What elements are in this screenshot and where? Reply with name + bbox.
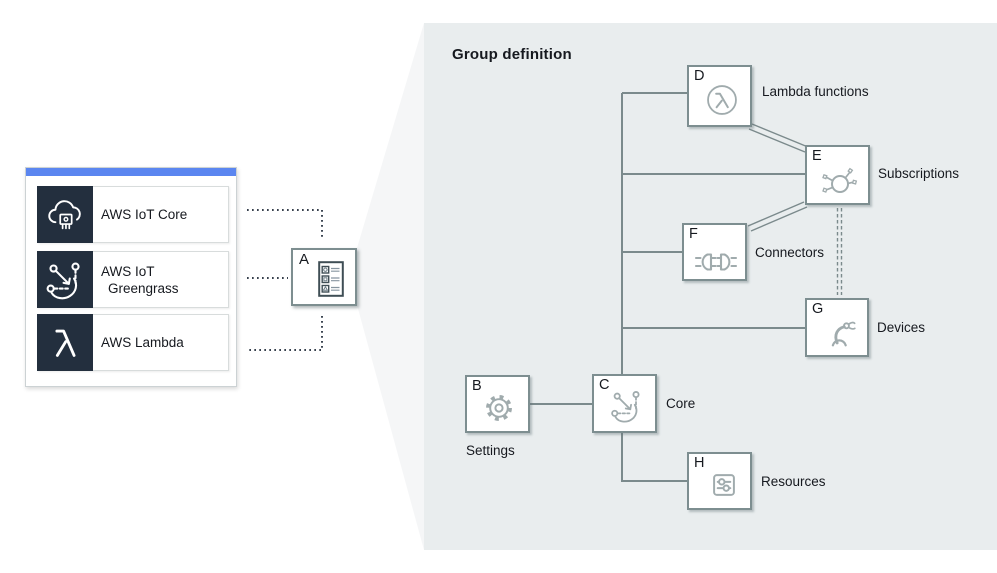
label-subscriptions: Subscriptions	[878, 166, 960, 181]
label-lambda-functions: Lambda functions	[762, 84, 869, 99]
group-definition-list-icon	[318, 261, 344, 297]
service-item-aws-iot-core: AWS IoT Core	[37, 186, 229, 243]
greengrass-icon	[37, 251, 93, 308]
node-letter: C	[599, 377, 610, 393]
aws-services-panel: AWS IoT Core AWS IoT Greengrass AWS L	[25, 167, 237, 387]
subscriptions-hub-icon	[818, 163, 860, 201]
node-letter: G	[812, 301, 824, 317]
service-label: AWS Lambda	[92, 315, 228, 370]
connector-plugs-icon	[693, 247, 739, 277]
service-label-line2: Greengrass	[108, 280, 179, 296]
node-f-connectors: F	[682, 223, 747, 281]
funnel-shape	[357, 23, 424, 550]
node-b-settings: B	[465, 375, 530, 433]
service-item-aws-lambda: AWS Lambda	[37, 314, 229, 371]
gear-icon	[481, 390, 517, 426]
group-definition-title: Group definition	[452, 46, 572, 63]
node-c-core: C	[592, 374, 657, 433]
node-letter: H	[694, 455, 705, 471]
label-resources: Resources	[761, 474, 826, 489]
service-label-line1: AWS IoT Core	[101, 207, 188, 222]
greengrass-core-icon	[609, 388, 645, 424]
panel-accent-bar	[26, 168, 236, 176]
service-label-line1: AWS Lambda	[101, 335, 184, 350]
node-letter: D	[694, 68, 705, 84]
label-devices: Devices	[877, 320, 926, 335]
node-letter: A	[299, 251, 310, 268]
label-core: Core	[666, 396, 696, 411]
node-letter: E	[812, 148, 822, 164]
node-letter: B	[472, 378, 482, 394]
label-settings: Settings	[466, 443, 515, 458]
node-d-lambda-functions: D	[687, 65, 752, 127]
node-h-resources: H	[687, 452, 752, 510]
iot-core-cloud-icon	[37, 186, 93, 243]
lambda-circle-icon	[704, 82, 740, 118]
service-label: AWS IoT Core	[92, 187, 228, 242]
service-label: AWS IoT Greengrass	[92, 252, 228, 307]
service-item-aws-iot-greengrass: AWS IoT Greengrass	[37, 251, 229, 308]
node-a-group-definition: A	[291, 248, 357, 306]
node-letter: F	[689, 226, 698, 242]
sliders-icon	[706, 467, 742, 503]
robot-arm-icon	[821, 313, 859, 351]
node-e-subscriptions: E	[805, 145, 870, 205]
service-label-line1: AWS IoT	[101, 263, 155, 279]
node-g-devices: G	[805, 298, 869, 357]
label-connectors: Connectors	[755, 245, 825, 260]
lambda-icon	[37, 314, 93, 371]
